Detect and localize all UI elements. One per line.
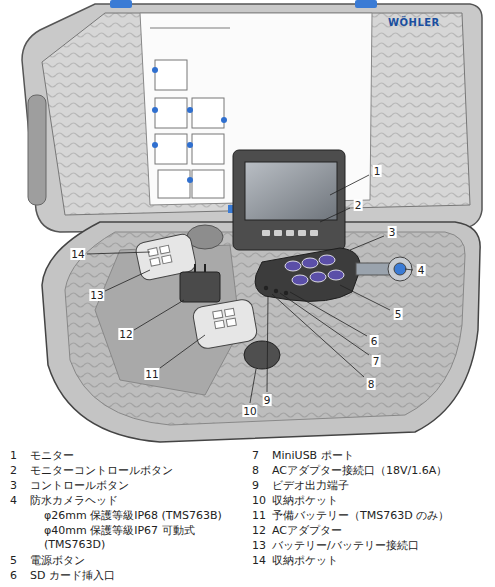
callout-number: 14 xyxy=(70,248,85,260)
legend-text: 電源ボタン xyxy=(30,554,85,568)
legend-number: 11 xyxy=(252,509,266,523)
callout-number: 6 xyxy=(370,335,379,347)
legend-number: 10 xyxy=(252,494,266,508)
legend-text: ACアダプター xyxy=(272,524,342,538)
legend-number: 2 xyxy=(10,464,17,478)
legend-text: コントロールボタン xyxy=(30,479,129,493)
legend-number: 6 xyxy=(10,569,17,583)
callout-number: 5 xyxy=(394,308,403,320)
legend-text: φ26mm 保護等級IP68 (TMS763B) xyxy=(44,509,222,523)
callout-number: 12 xyxy=(118,328,133,340)
callout-number: 4 xyxy=(417,264,426,276)
callout-number: 8 xyxy=(367,378,376,390)
legend-text: モニターコントロールボタン xyxy=(30,464,173,478)
legend-number: 7 xyxy=(252,449,259,463)
callout-number: 3 xyxy=(388,226,397,238)
callout-number: 13 xyxy=(89,289,104,301)
legend-text: ビデオ出力端子 xyxy=(272,479,349,493)
legend-number: 4 xyxy=(10,494,17,508)
legend-text: 収納ポケット xyxy=(272,494,338,508)
legend-number: 13 xyxy=(252,539,266,553)
legend-text: MiniUSB ポート xyxy=(272,449,354,463)
callout-number: 2 xyxy=(354,199,363,211)
legend-text: 防水カメラヘッド xyxy=(30,494,118,508)
brand-logo: WÖHLER xyxy=(388,16,440,30)
legend-text: SD カード挿入口 xyxy=(30,569,115,583)
legend-number: 8 xyxy=(252,464,259,478)
legend-number: 9 xyxy=(252,479,259,493)
callout-number: 9 xyxy=(263,394,272,406)
legend-text: 収納ポケット xyxy=(272,554,338,568)
legend-text: φ40mm 保護等級IP67 可動式 (TMS763D) xyxy=(44,524,219,552)
legend-number: 1 xyxy=(10,449,17,463)
legend-text: モニター xyxy=(30,449,74,463)
callout-number: 11 xyxy=(144,368,159,380)
callout-number: 7 xyxy=(372,355,381,367)
legend-number: 12 xyxy=(252,524,266,538)
legend-number: 3 xyxy=(10,479,17,493)
legend-number: 14 xyxy=(252,554,266,568)
callout-number: 1 xyxy=(373,165,382,177)
legend-number: 5 xyxy=(10,554,17,568)
callout-number: 10 xyxy=(242,405,257,417)
legend-text: 予備バッテリー（TMS763D のみ） xyxy=(272,509,449,523)
legend-text: ACアダプター接続口（18V/1.6A） xyxy=(272,464,447,478)
legend-text: バッテリー/バッテリー接続口 xyxy=(272,539,419,553)
